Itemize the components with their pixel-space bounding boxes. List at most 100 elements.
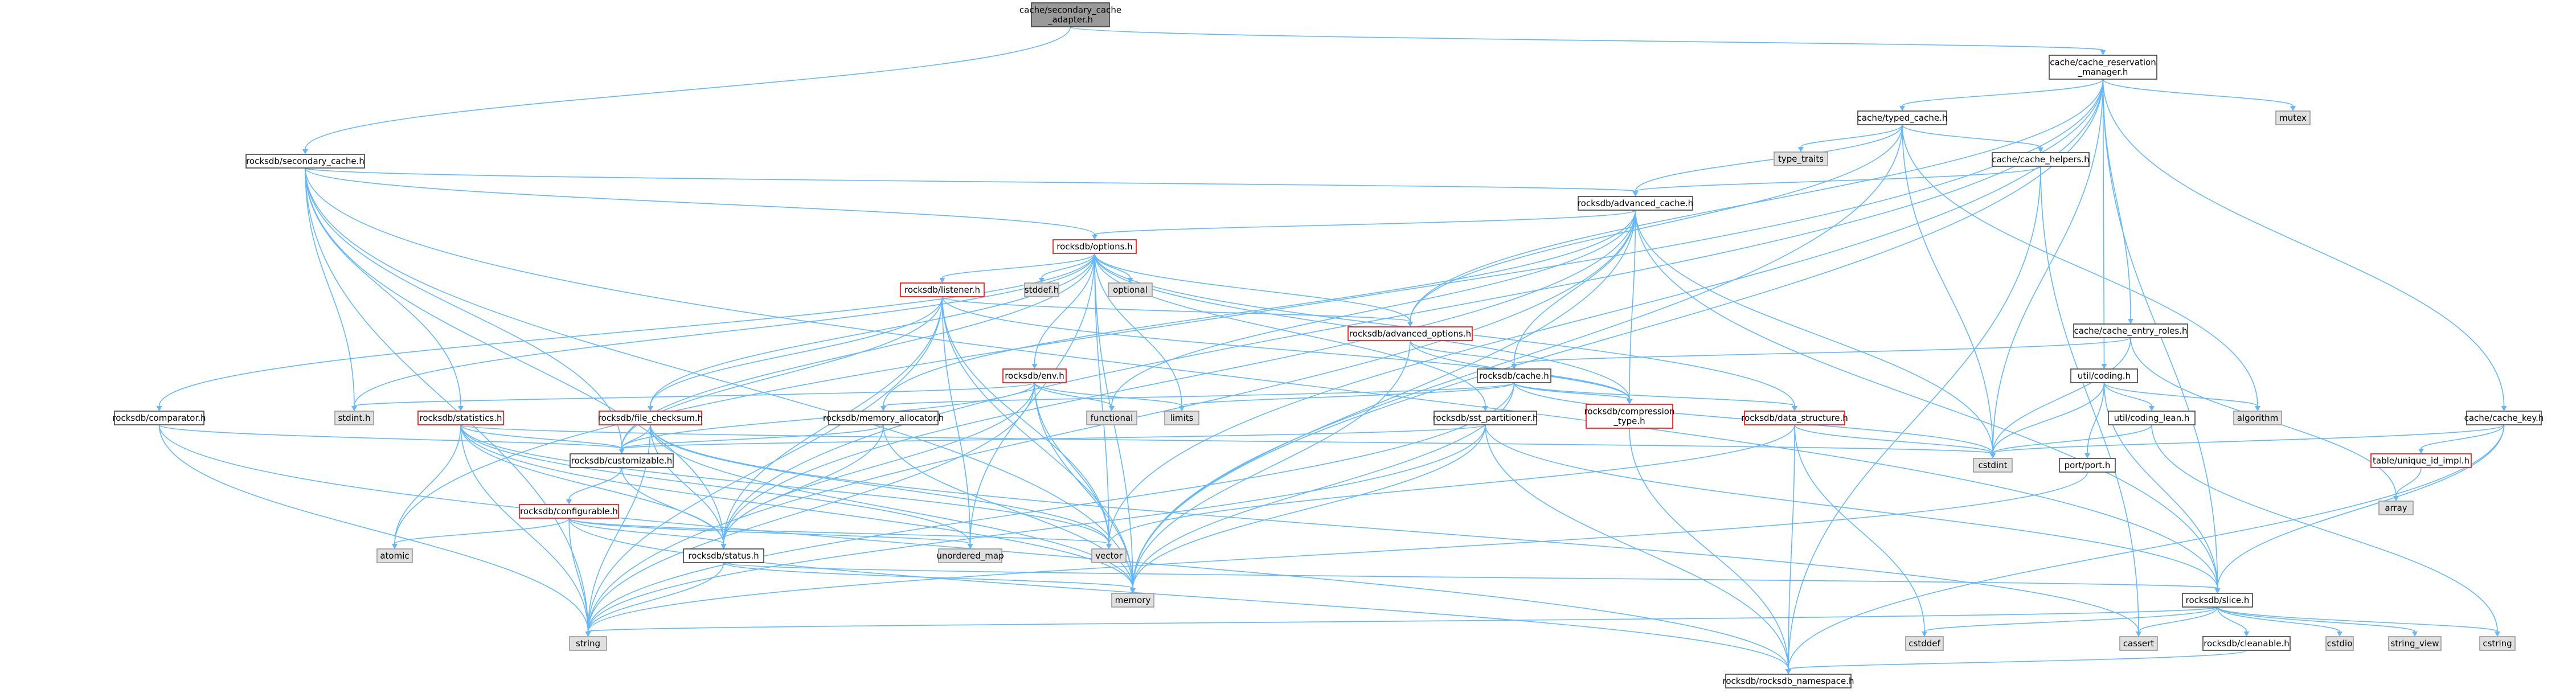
edge-line	[2102, 79, 2131, 319]
node-cache-cache-entry-roles-h[interactable]: cache/cache_entry_roles.h	[2073, 323, 2188, 338]
node-label: cache/typed_cache.h	[1857, 113, 1948, 124]
node-cstddef: cstddef	[1905, 636, 1944, 651]
edge-line	[1034, 382, 1133, 589]
node-label: rocksdb/sst_partitioner.h	[1433, 413, 1538, 424]
include-edge	[585, 606, 2218, 637]
node-rocksdb-advanced-options-h[interactable]: rocksdb/advanced_options.h	[1348, 326, 1473, 341]
node-box	[1905, 636, 1944, 651]
include-edge	[1092, 210, 1636, 240]
node-label: cache/secondary_cache	[1019, 5, 1121, 16]
node-cache-cache-helpers-h[interactable]: cache/cache_helpers.h	[1992, 152, 2090, 167]
node-label: type_traits	[1778, 154, 1824, 165]
node-rocksdb-listener-h[interactable]: rocksdb/listener.h	[900, 282, 985, 297]
node-cstdio: cstdio	[2325, 636, 2354, 651]
node-label: cstdio	[2327, 638, 2353, 649]
edge-line	[158, 424, 623, 449]
include-edge	[305, 167, 357, 411]
edge-line	[2103, 382, 2152, 407]
include-edge	[305, 167, 591, 637]
edge-line	[1788, 166, 2041, 670]
node-rocksdb-compression-type-h[interactable]: rocksdb/compression_type.h	[1584, 404, 1675, 429]
node-rocksdb-configurable-h[interactable]: rocksdb/configurable.h	[519, 504, 619, 519]
edge-line	[1635, 166, 2041, 192]
node-cache-typed-cache-h[interactable]: cache/typed_cache.h	[1857, 110, 1948, 125]
node-rocksdb-customizable-h[interactable]: rocksdb/customizable.h	[570, 453, 674, 468]
node-string-view: string_view	[2388, 636, 2442, 651]
node-label: _adapter.h	[1047, 15, 1093, 26]
edge-line	[650, 296, 943, 407]
node-label: rocksdb/rocksdb_namespace.h	[1723, 676, 1854, 687]
arrowhead-icon	[585, 632, 591, 637]
node-box	[2049, 55, 2157, 80]
edge-line	[1132, 340, 1411, 589]
node-cstring: cstring	[2479, 636, 2516, 651]
node-rocksdb-cache-h[interactable]: rocksdb/cache.h	[1477, 368, 1551, 383]
node-util-coding-h[interactable]: util/coding.h	[2070, 368, 2138, 383]
edge-line	[650, 424, 2139, 632]
node-rocksdb-sst-partitioner-h[interactable]: rocksdb/sst_partitioner.h	[1433, 411, 1538, 425]
node-box	[1052, 239, 1137, 254]
node-rocksdb-status-h[interactable]: rocksdb/status.h	[683, 548, 764, 563]
include-edge	[302, 26, 1071, 154]
edge-line	[723, 210, 1636, 544]
node-box	[1024, 282, 1059, 297]
edge-line	[1924, 606, 2218, 632]
edge-line	[1070, 26, 2104, 51]
edge-line	[305, 167, 623, 449]
node-cache-cache-key-h[interactable]: cache/cache_key.h	[2464, 411, 2544, 425]
node-rocksdb-slice-h[interactable]: rocksdb/slice.h	[2182, 593, 2253, 608]
node-util-coding-lean-h[interactable]: util/coding_lean.h	[2108, 411, 2196, 425]
edge-line	[1094, 210, 1636, 235]
edge-line	[941, 296, 1133, 589]
edge-line	[2217, 606, 2247, 632]
node-rocksdb-rocksdb-namespace-h[interactable]: rocksdb/rocksdb_namespace.h	[1723, 674, 1854, 688]
node-rocksdb-advanced-cache-h[interactable]: rocksdb/advanced_cache.h	[1578, 196, 1693, 211]
arrowhead-icon	[2136, 632, 2141, 637]
edge-line	[941, 296, 1109, 544]
node-rocksdb-file-checksum-h[interactable]: rocksdb/file_checksum.h	[598, 411, 703, 425]
node-port-port-h[interactable]: port/port.h	[2059, 458, 2116, 473]
edge-line	[587, 562, 724, 632]
edge-line	[305, 167, 1095, 235]
node-rocksdb-statistics-h[interactable]: rocksdb/statistics.h	[417, 411, 504, 425]
node-rocksdb-secondary-cache-h[interactable]: rocksdb/secondary_cache.h	[245, 154, 365, 169]
node-rocksdb-data-structure-h[interactable]: rocksdb/data_structure.h	[1741, 411, 1848, 425]
edge-line	[1513, 337, 2131, 364]
edge-line	[941, 296, 1630, 400]
node-box	[2388, 636, 2442, 651]
arrowhead-icon	[1039, 278, 1045, 283]
arrowhead-icon	[1109, 406, 1115, 411]
arrowhead-icon	[939, 278, 945, 283]
node-rocksdb-options-h[interactable]: rocksdb/options.h	[1052, 239, 1137, 254]
arrowhead-icon	[2149, 406, 2155, 411]
node-rocksdb-memory-allocator-h[interactable]: rocksdb/memory_allocator.h	[823, 411, 944, 425]
node-label: rocksdb/cache.h	[1479, 371, 1549, 381]
include-edge	[568, 518, 727, 549]
node-string: string	[569, 636, 607, 651]
edge-line	[1132, 210, 1636, 589]
node-table-unique-id-impl-h[interactable]: table/unique_id_impl.h	[2370, 453, 2472, 468]
node-label: port/port.h	[2065, 460, 2111, 470]
include-edge	[2217, 606, 2418, 637]
node-rocksdb-env-h[interactable]: rocksdb/env.h	[1002, 368, 1067, 383]
arrowhead-icon	[1092, 235, 1097, 240]
edge-line	[883, 382, 1515, 407]
node-label: atomic	[380, 551, 409, 561]
node-rocksdb-cleanable-h[interactable]: rocksdb/cleanable.h	[2202, 636, 2291, 651]
edge-line	[460, 424, 1993, 454]
edge-line	[568, 518, 971, 544]
node-layer: cache/secondary_cache_adapter.h cache/cac…	[112, 2, 2544, 688]
node-label: rocksdb/env.h	[1005, 371, 1064, 381]
node-cache-cache-reservation-manager-h[interactable]: cache/cache_reservation_manager.h	[2049, 55, 2157, 80]
edge-line	[621, 424, 1486, 449]
include-edge	[1031, 253, 1095, 369]
edge-line	[2421, 424, 2505, 449]
node-rocksdb-comparator-h[interactable]: rocksdb/comparator.h	[112, 411, 206, 425]
edge-line	[723, 562, 2218, 589]
include-edge	[2102, 79, 2296, 111]
arrowhead-icon	[2128, 319, 2133, 324]
edge-line	[2040, 166, 2139, 632]
edge-line	[568, 518, 1109, 544]
include-edge	[2418, 424, 2505, 454]
edge-line	[2103, 382, 2258, 407]
